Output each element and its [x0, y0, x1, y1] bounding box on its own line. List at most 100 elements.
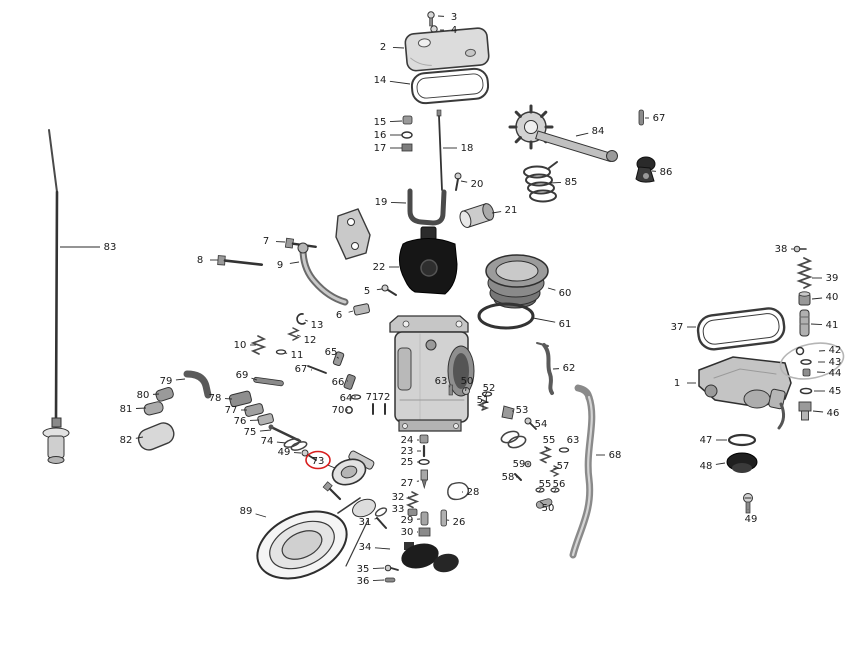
part-label-15: 15 [374, 117, 387, 128]
boot-80 [155, 387, 174, 402]
part-label-36: 36 [357, 576, 370, 587]
part-label-17: 17 [374, 143, 387, 154]
needle-valve-27 [420, 469, 428, 490]
main-jet-46 [798, 401, 812, 421]
pin-36 [384, 577, 396, 583]
part-label-70: 70 [332, 405, 345, 416]
part-label-28: 28 [467, 487, 480, 498]
part-label-25: 25 [401, 457, 414, 468]
part-label-46: 46 [827, 408, 840, 419]
part-label-47: 47 [700, 435, 713, 446]
part-label-6: 6 [336, 310, 342, 321]
part-label-68: 68 [609, 450, 622, 461]
part-label-23: 23 [401, 446, 414, 457]
washer-16 [401, 131, 413, 139]
leader-line-6 [348, 310, 354, 313]
leader-line-36 [372, 579, 385, 581]
part-label-34: 34 [359, 542, 372, 553]
part-label-51: 51 [477, 395, 490, 406]
leader-line-15 [389, 120, 403, 122]
part-label-32: 32 [392, 492, 405, 503]
needle-cap-15 [402, 115, 413, 125]
part-label-2: 2 [380, 42, 386, 53]
part-label-24: 24 [401, 435, 414, 446]
jet-65 [332, 351, 345, 367]
leader-line-61 [532, 317, 556, 323]
part-label-19: 19 [375, 197, 388, 208]
part-label-22: 22 [373, 262, 386, 273]
cup-33 [407, 508, 418, 516]
part-label-78: 78 [209, 393, 222, 404]
spring-74 [283, 438, 308, 451]
part-24 [419, 434, 429, 444]
part-label-81: 81 [120, 404, 133, 415]
leader-line-52 [484, 391, 488, 398]
part-label-10: 10 [234, 340, 247, 351]
leader-line-65 [336, 356, 339, 359]
part-label-53: 53 [516, 405, 529, 416]
pilot-screw-31 [374, 507, 388, 529]
washer-63b [558, 447, 570, 453]
screw-49-right-icon [743, 493, 753, 514]
spacer-6 [353, 303, 370, 316]
part-label-73: 73 [312, 456, 325, 467]
part-label-49: 49 [278, 447, 291, 458]
part-label-83: 83 [104, 242, 117, 253]
throttle-shaft-84 [508, 104, 618, 163]
leader-line-9 [289, 261, 300, 264]
bolt-8-icon [217, 255, 264, 266]
leader-line-2 [392, 47, 405, 49]
part-label-86: 86 [660, 167, 673, 178]
washer-56 [550, 487, 560, 493]
part-label-8: 8 [197, 255, 203, 266]
seat-44 [802, 368, 811, 377]
cap-50 [462, 387, 470, 395]
needle-67-mid [307, 365, 327, 374]
leader-line-69 [251, 377, 258, 381]
pump-o-ring-47 [727, 433, 757, 447]
part-label-29: 29 [401, 515, 414, 526]
o-ring-70 [345, 406, 353, 414]
washer-45 [799, 387, 813, 395]
part-label-13: 13 [311, 320, 324, 331]
leader-line-60 [547, 287, 556, 291]
choke-cable-83 [42, 129, 70, 464]
plunger-40 [798, 291, 811, 306]
part-label-72: 72 [378, 392, 391, 403]
part-label-49: 49 [745, 514, 758, 525]
part-label-65: 65 [325, 347, 338, 358]
part-label-33: 33 [392, 504, 405, 515]
leader-line-84 [575, 132, 589, 137]
nut-76 [257, 413, 274, 426]
needle-jet-41 [799, 309, 810, 337]
group-oval-42-44 [779, 342, 845, 380]
part-label-89: 89 [240, 506, 253, 517]
spring-51 [476, 399, 490, 411]
intake-boot-60 [485, 254, 549, 309]
return-spring-85 [523, 161, 558, 203]
leader-line-35 [372, 567, 385, 569]
leader-line-13 [304, 319, 308, 322]
pump-diaphragm-48 [726, 452, 758, 473]
spring-12 [286, 327, 300, 341]
screw-49-left-icon [301, 449, 317, 461]
part-label-76: 76 [234, 416, 247, 427]
part-label-64: 64 [340, 393, 353, 404]
leader-line-55 [538, 488, 542, 493]
part-label-60: 60 [559, 288, 572, 299]
carburetor-body [389, 315, 475, 432]
bracket-86 [635, 156, 656, 183]
part-label-9: 9 [277, 260, 283, 271]
part-label-30: 30 [401, 527, 414, 538]
leader-line-57 [553, 467, 557, 470]
pin-63 [448, 384, 453, 396]
adjuster-77 [244, 403, 264, 417]
leader-line-89 [255, 513, 267, 518]
leader-line-85 [549, 182, 562, 184]
leader-line-56 [553, 488, 557, 493]
part-label-56: 56 [553, 479, 566, 490]
spring-55a [538, 446, 553, 464]
leader-line-31 [374, 517, 379, 520]
